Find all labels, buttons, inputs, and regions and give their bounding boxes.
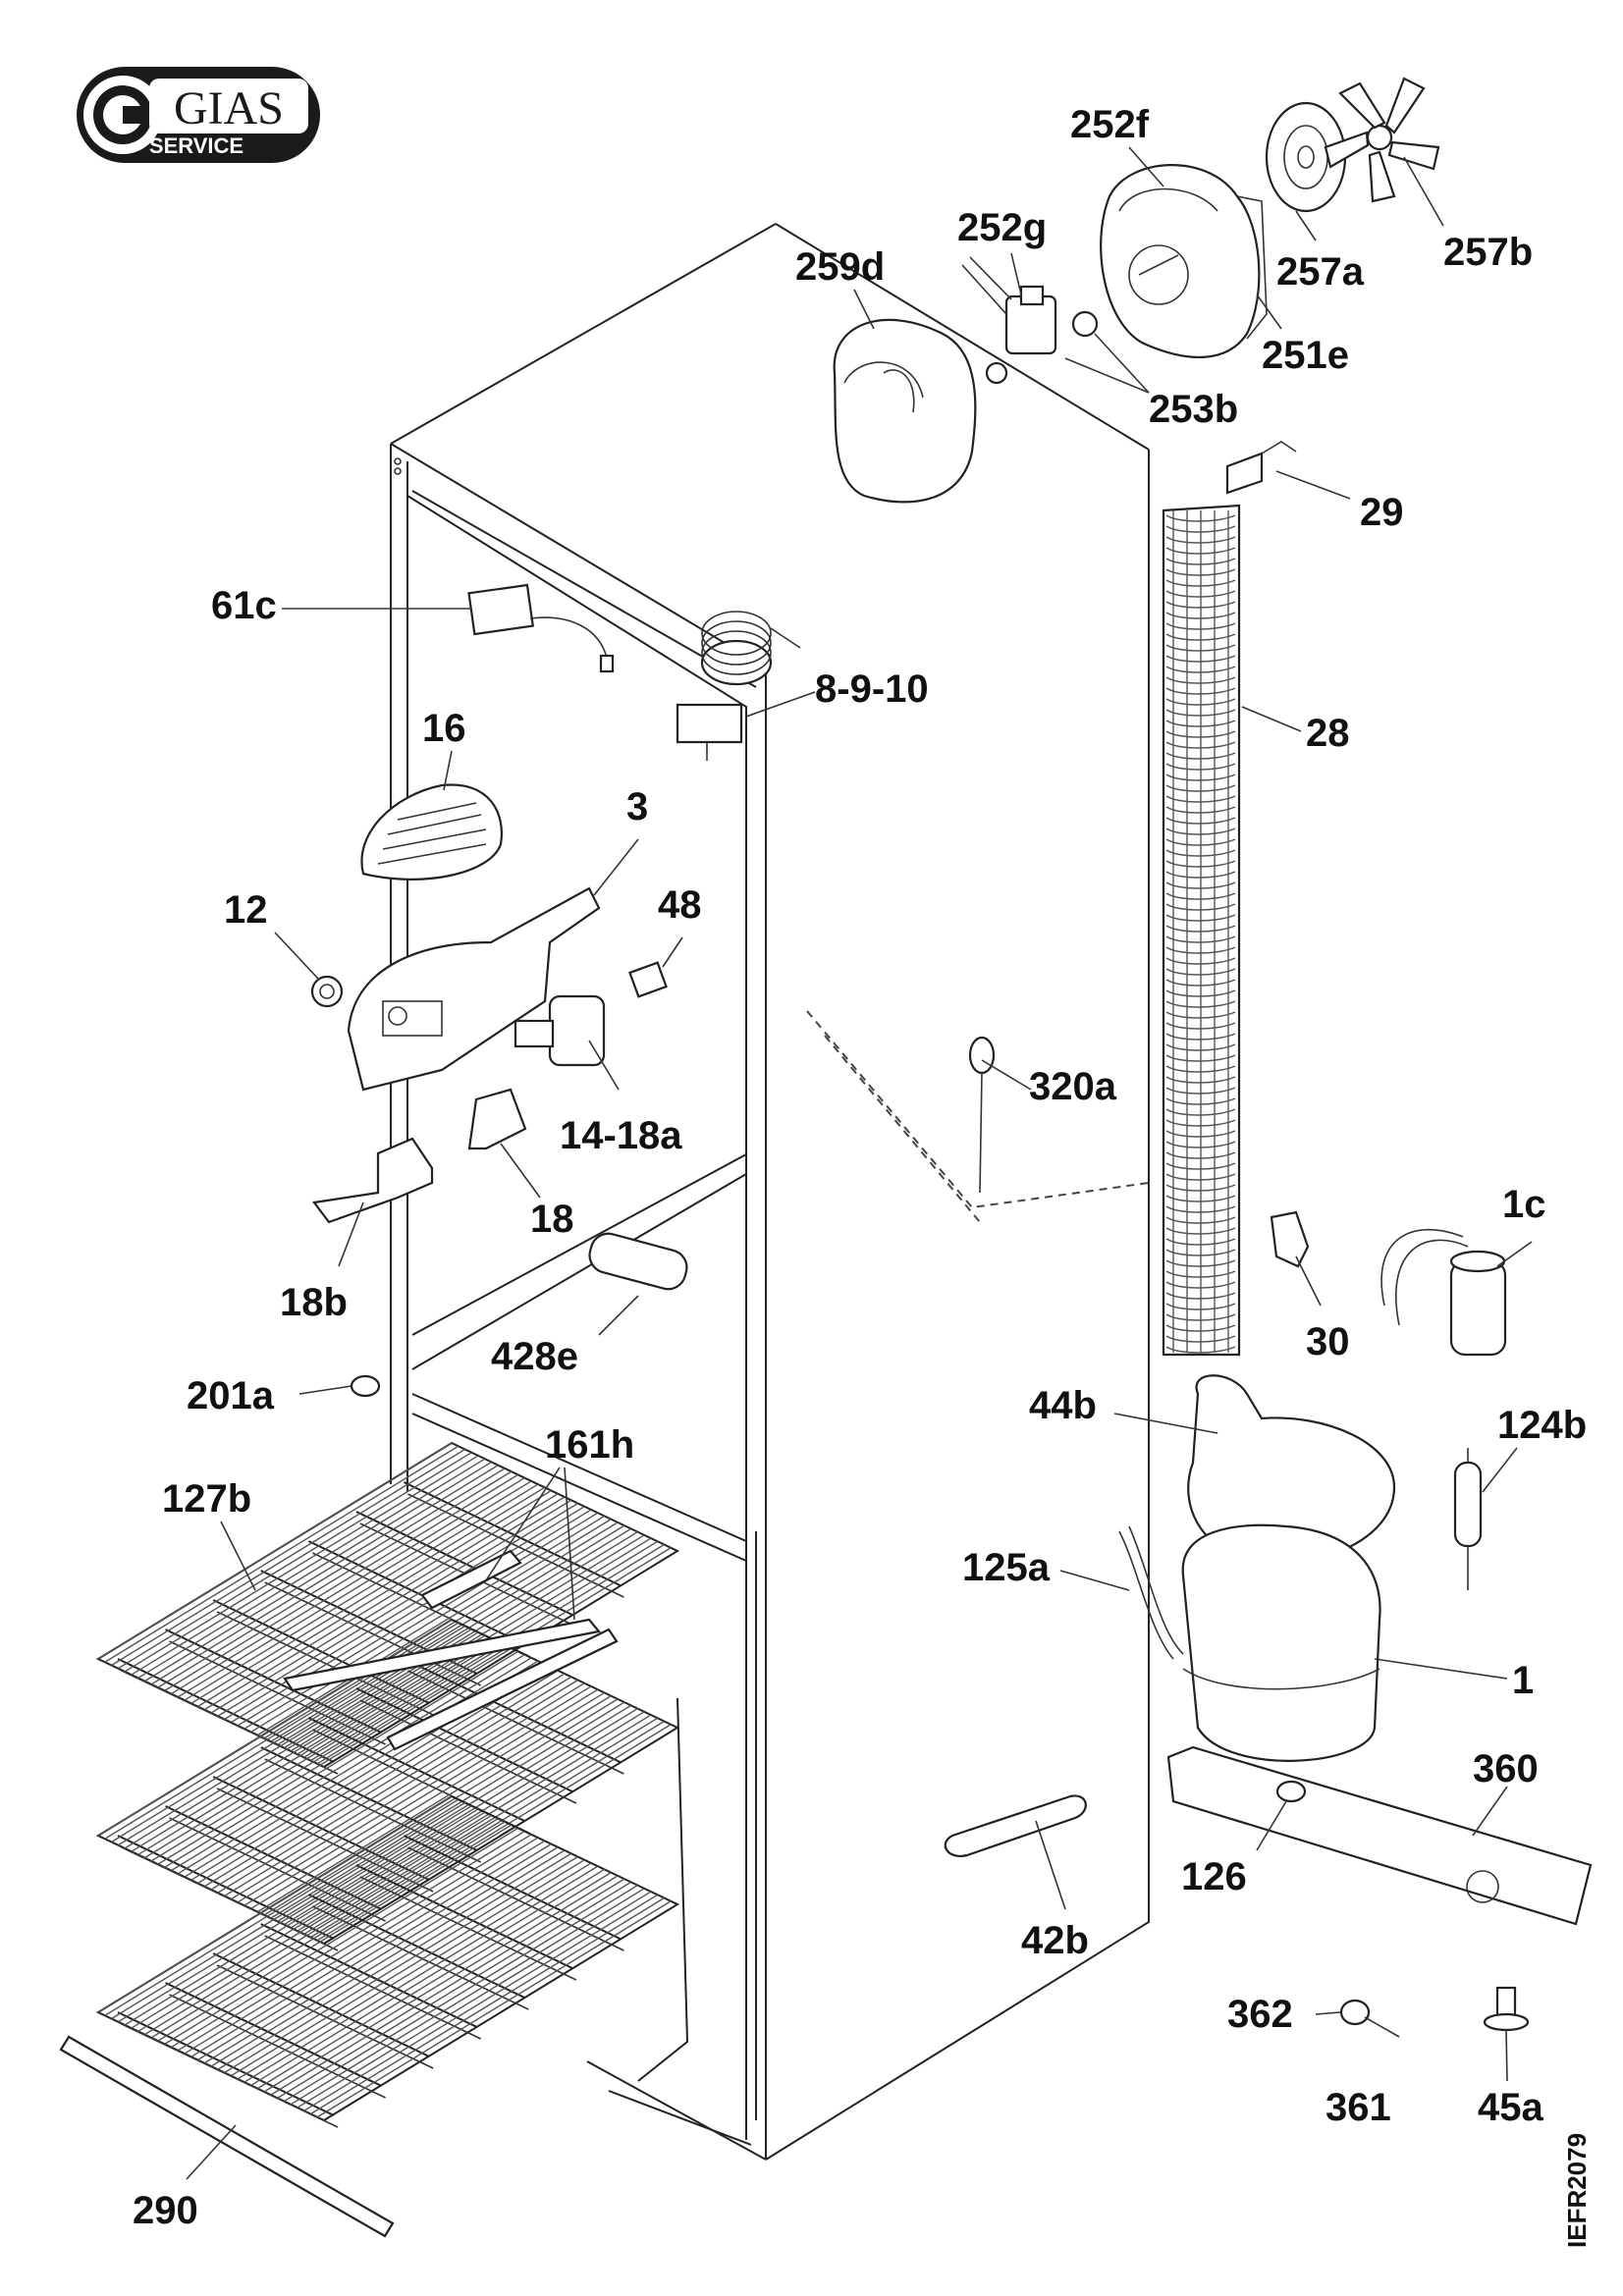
label-290: 290 xyxy=(133,2189,198,2232)
thermostat-coil xyxy=(676,611,801,761)
label-45a: 45a xyxy=(1478,2086,1543,2129)
wire-shelf xyxy=(95,1441,680,1775)
small-parts xyxy=(310,441,1593,2038)
gias-service-logo: GIAS SERVICE xyxy=(77,67,320,163)
fan-assembly xyxy=(833,77,1440,504)
wire-shelves xyxy=(59,1441,689,2238)
label-320a: 320a xyxy=(1029,1065,1117,1108)
label-362: 362 xyxy=(1227,1993,1293,2036)
label-16: 16 xyxy=(422,707,466,750)
label-18: 18 xyxy=(530,1198,574,1241)
label-3: 3 xyxy=(626,785,648,828)
wire-shelf xyxy=(95,1618,680,1951)
label-252f: 252f xyxy=(1070,103,1150,146)
label-48: 48 xyxy=(658,883,702,927)
label-44b: 44b xyxy=(1029,1384,1097,1427)
wire-shelf xyxy=(95,1794,680,2128)
label-29: 29 xyxy=(1360,491,1404,534)
label-124b: 124b xyxy=(1497,1404,1587,1447)
label-125a: 125a xyxy=(962,1546,1051,1589)
label-42b: 42b xyxy=(1021,1919,1089,1962)
label-8-9-10: 8-9-10 xyxy=(815,667,929,711)
leader-lines xyxy=(186,146,1533,2180)
label-18b: 18b xyxy=(280,1281,348,1324)
condenser-grid xyxy=(1162,504,1241,1357)
label-127b: 127b xyxy=(162,1477,251,1521)
label-14-18a: 14-18a xyxy=(560,1114,682,1157)
logo-brand-text: GIAS xyxy=(174,82,284,134)
label-201a: 201a xyxy=(187,1374,275,1417)
refrigerator-cabinet xyxy=(390,223,1150,2161)
label-251e: 251e xyxy=(1262,334,1349,377)
label-360: 360 xyxy=(1473,1747,1539,1790)
label-428e: 428e xyxy=(491,1335,578,1378)
label-28: 28 xyxy=(1306,712,1350,755)
part-labels: 252f 257b 252g 257a 259d 251e 253b 29 61… xyxy=(133,103,1587,2232)
label-257a: 257a xyxy=(1276,250,1365,294)
label-252g: 252g xyxy=(957,206,1047,249)
label-259d: 259d xyxy=(795,245,885,289)
label-257b: 257b xyxy=(1443,231,1533,274)
logo-sub-text: SERVICE xyxy=(149,133,243,158)
label-126: 126 xyxy=(1181,1855,1247,1898)
label-161h: 161h xyxy=(545,1423,634,1467)
label-253b: 253b xyxy=(1149,388,1238,431)
label-361: 361 xyxy=(1325,2086,1391,2129)
drawing-code: IEFR2079 xyxy=(1562,2133,1592,2248)
label-1: 1 xyxy=(1512,1659,1534,1702)
label-1c: 1c xyxy=(1502,1183,1546,1226)
label-61c: 61c xyxy=(211,584,277,627)
label-12: 12 xyxy=(224,888,268,932)
label-30: 30 xyxy=(1306,1320,1350,1363)
